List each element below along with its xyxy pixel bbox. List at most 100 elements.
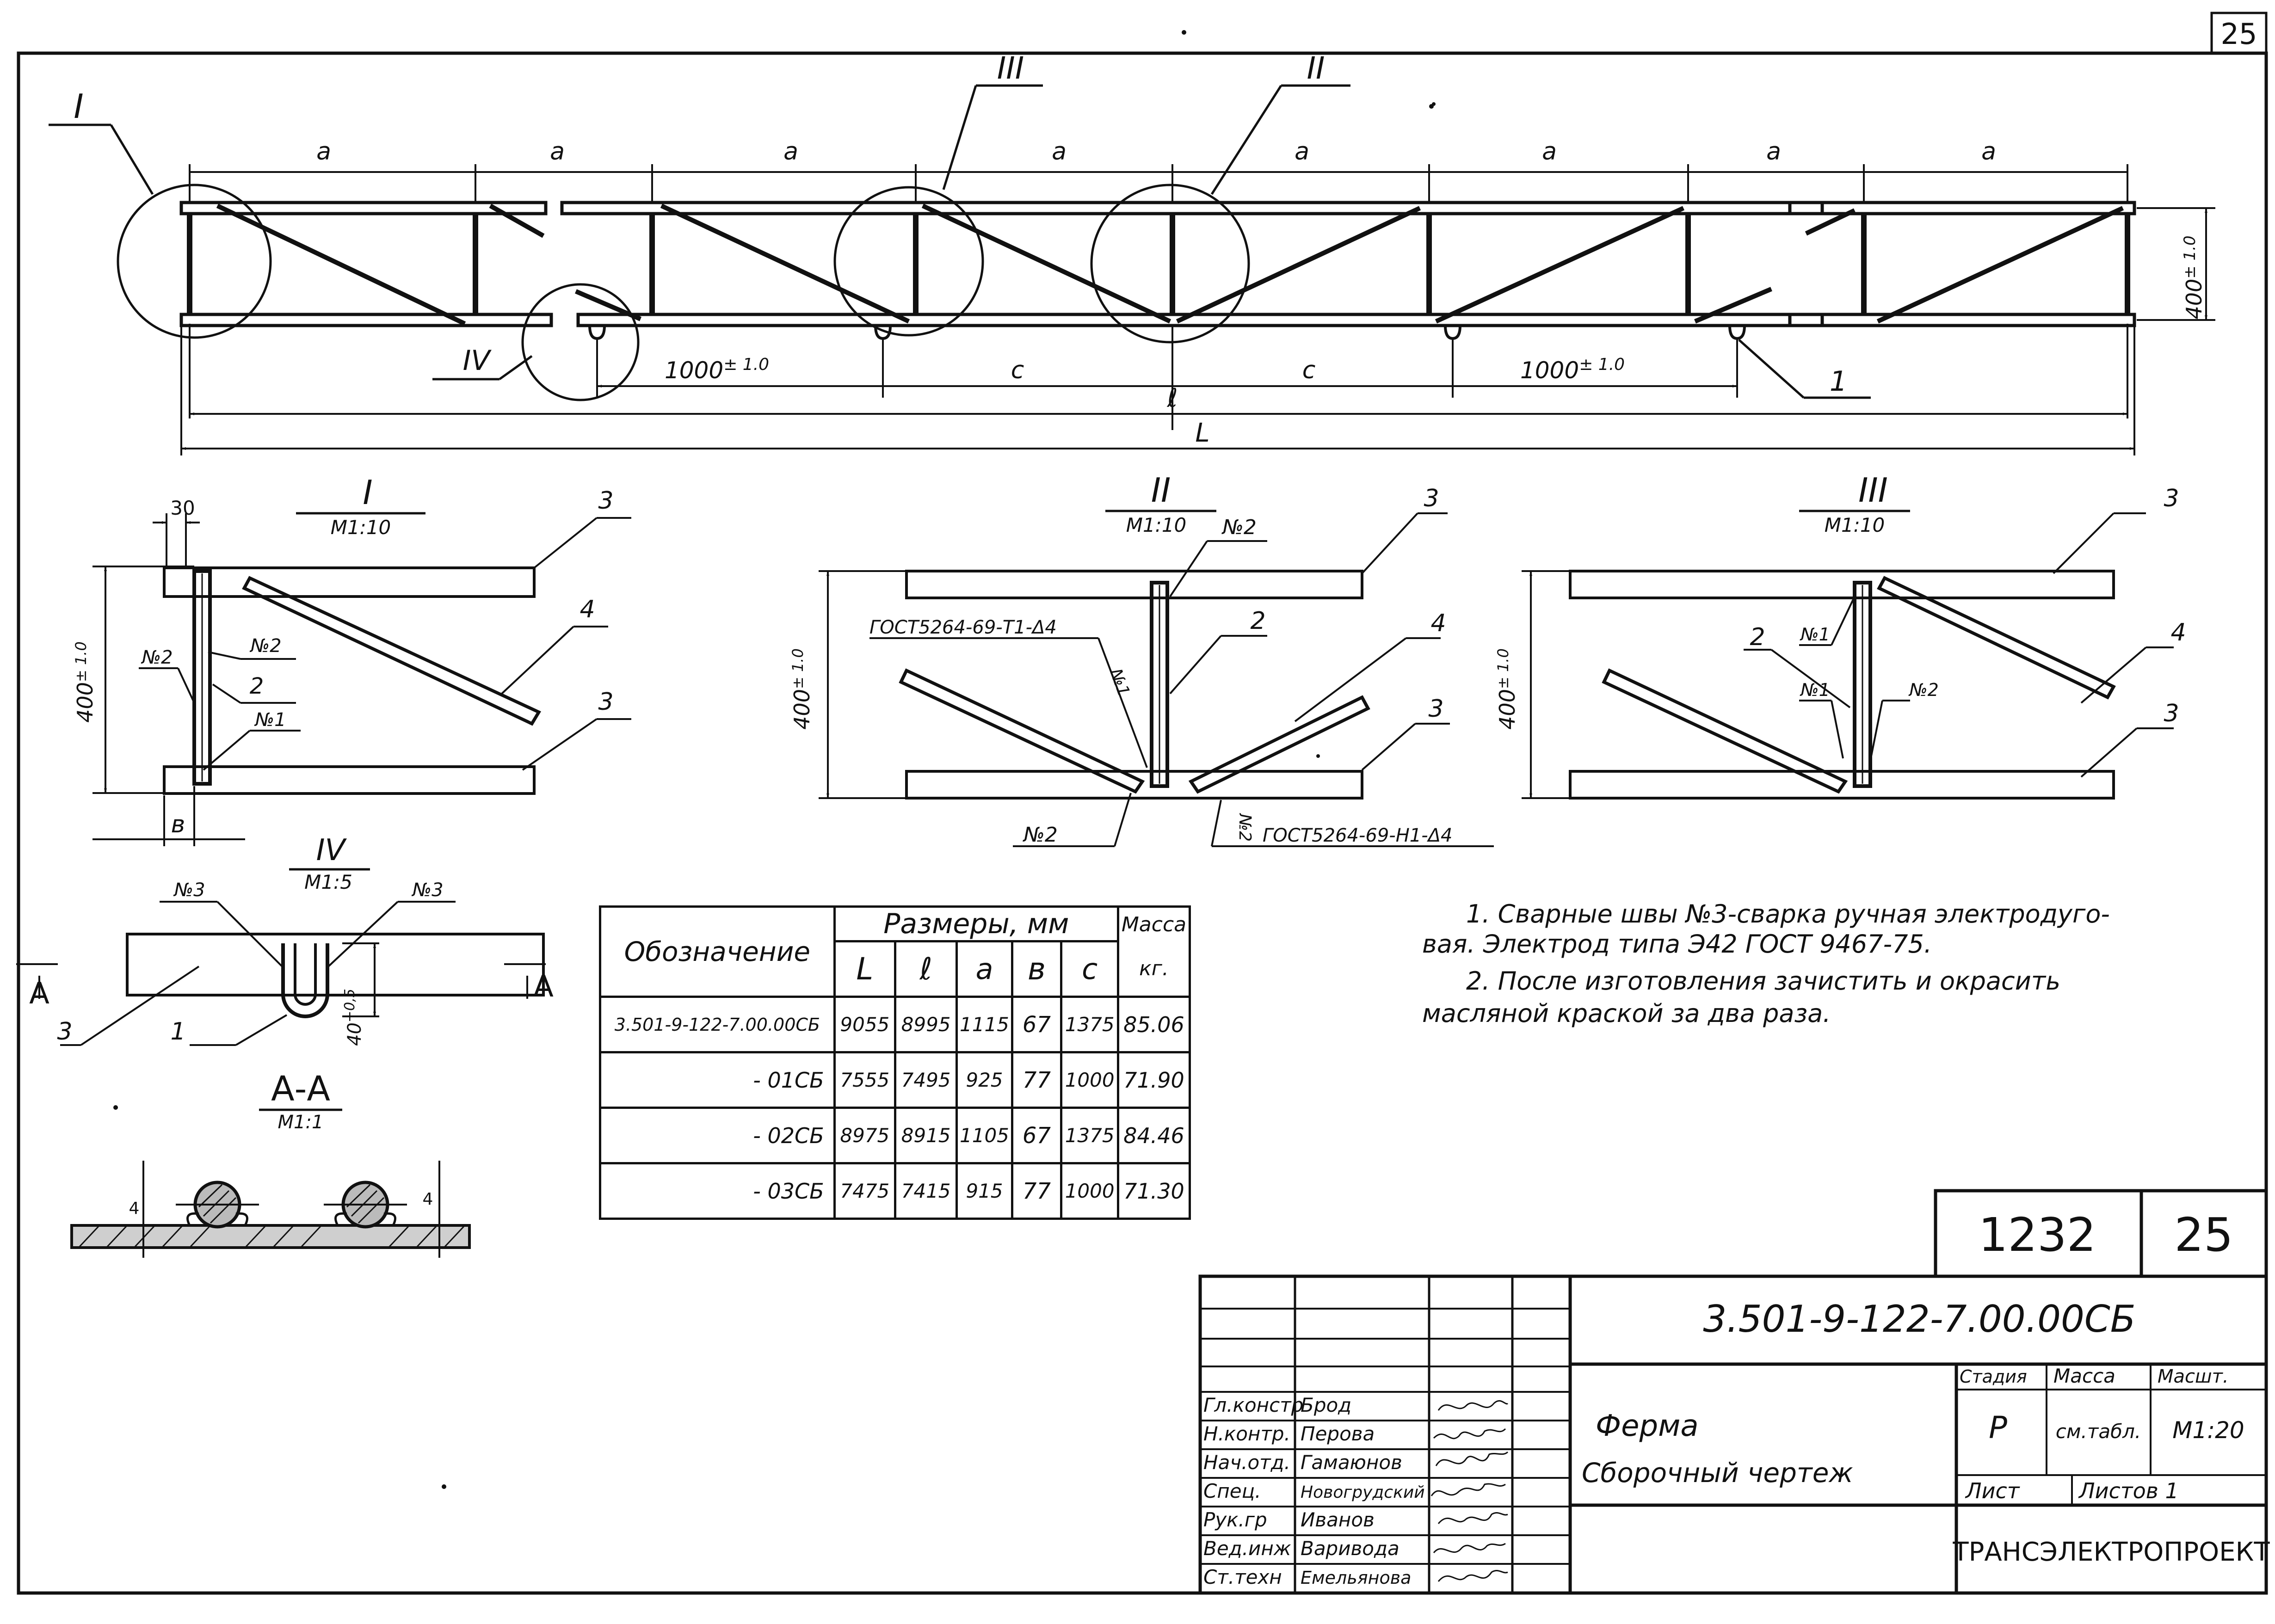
dim-c-left: c (1011, 357, 1024, 384)
staff-rows: Гл.констр Брод Н.контр. Перова Нач.отд. … (1203, 1394, 1425, 1588)
detail-I: I М1:10 30 400± 1.0 в (72, 473, 631, 846)
spacing-a-8: a (1981, 138, 1996, 166)
section-A-A-drawing: 4 4 (70, 1161, 471, 1258)
table-row: - 01СБ 7555 7495 925 77 1000 71.90 (599, 1051, 1191, 1109)
row-b: 67 (1011, 996, 1063, 1053)
staff-role-6: Вед.инж (1203, 1537, 1291, 1560)
spacing-dimension-line (189, 164, 2128, 203)
row-c: 1000 (1060, 1051, 1119, 1109)
spacing-a-4: a (1052, 138, 1067, 166)
row-a: 925 (956, 1051, 1013, 1109)
table-row: 3.501-9-122-7.00.00СБ 9055 8995 1115 67 … (599, 996, 1191, 1053)
row-b: 77 (1011, 1162, 1063, 1220)
col-c-header: с (1060, 940, 1119, 998)
detail-II-pos-4: 4 (1430, 609, 1446, 637)
dim-l-inner: ℓ (1166, 383, 1178, 413)
spacing-a-6: a (1542, 138, 1557, 166)
sheet-corner-number: 25 (2221, 17, 2257, 51)
detail-I-title: I (363, 473, 372, 512)
detail-I-scale: М1:10 (331, 516, 391, 539)
staff-role-1: Гл.констр (1203, 1394, 1303, 1416)
detail-IV-scale: М1:5 (304, 871, 352, 893)
dimensions-table: Обозначение Размеры, мм Масса L ℓ а в с … (599, 905, 1191, 1220)
scan-specks (113, 30, 1436, 1489)
detail-II: II М1:10 400± 1.0 №2 ГОСТ5264-69-Т1-Δ4 №… (789, 471, 1494, 847)
section-dim-4-left: 4 (129, 1199, 140, 1218)
detail-II-title: II (1151, 471, 1171, 510)
spacing-a-3: a (783, 138, 798, 166)
detail-III: III М1:10 400± 1.0 2 №1 №1 №2 3 3 4 (1494, 471, 2186, 800)
col-l-header: ℓ (894, 940, 958, 998)
mounting-clamps (588, 325, 1746, 340)
detail-II-weld-2-bottom-left: №2 (1022, 823, 1058, 847)
staff-role-5: Рук.гр (1203, 1508, 1267, 1531)
top-chord (179, 201, 2136, 215)
spacing-a-7: a (1766, 138, 1781, 166)
section-mark-left: А (29, 977, 49, 1011)
detail-I-dim-height: 400± 1.0 (72, 641, 98, 723)
height-dimension-line (2137, 207, 2215, 321)
staff-name-7: Емельянова (1301, 1568, 1411, 1588)
row-a: 915 (956, 1162, 1013, 1220)
row-designation: - 03СБ (599, 1162, 836, 1220)
detail-I-pos-4: 4 (580, 596, 595, 623)
detail-III-weld-1-bottom: №1 (1800, 680, 1830, 700)
row-mass: 71.30 (1116, 1162, 1191, 1220)
row-designation: 3.501-9-122-7.00.00СБ (599, 996, 836, 1053)
detail-III-pos-3-top: 3 (2164, 485, 2179, 512)
detail-III-weld-2: №2 (1908, 680, 1939, 700)
row-b: 67 (1011, 1107, 1063, 1164)
detail-I-dim-b: в (171, 811, 185, 838)
detail-IV-title: IV (316, 833, 347, 867)
section-A-A-title: А-А (271, 1069, 330, 1109)
detail-I-dim-30: 30 (170, 497, 195, 519)
stage-value: Р (1989, 1410, 2007, 1446)
stage-label: Стадия (1960, 1366, 2027, 1387)
section-dim-4-right: 4 (423, 1190, 433, 1209)
note-line-3: 2. После изготовления зачистить и окраси… (1466, 966, 2060, 996)
row-L: 7555 (833, 1051, 896, 1109)
title-block-text: 1232 25 3.501-9-122-7.00.00СБ Ферма Сбор… (1582, 1208, 2270, 1567)
detail-I-weld-2-vert: №2 (141, 647, 173, 668)
row-l: 7495 (894, 1051, 958, 1109)
staff-role-4: Спец. (1203, 1480, 1261, 1502)
album-number: 1232 (1979, 1208, 2096, 1262)
drawing-name-line-1: Ферма (1596, 1409, 1699, 1443)
sheet-frame: 25 (17, 12, 2268, 1595)
callout-III: III (997, 50, 1024, 86)
row-a: 1115 (956, 996, 1013, 1053)
dim-1000-left: 1000± 1.0 (665, 355, 769, 384)
col-designation-header: Обозначение (599, 905, 836, 998)
mass-label: Масса (2053, 1365, 2115, 1387)
row-b: 77 (1011, 1051, 1063, 1109)
staff-role-2: Н.контр. (1203, 1422, 1290, 1445)
detail-II-weld-2-top: №2 (1221, 516, 1257, 539)
row-mass: 85.06 (1116, 996, 1191, 1053)
row-L: 9055 (833, 996, 896, 1053)
spacing-a-5: a (1295, 138, 1309, 166)
detail-I-weld-1: №1 (254, 709, 286, 731)
position-1-label: 1 (1830, 365, 1847, 398)
detail-IV-weld-3-left: №3 (173, 880, 205, 901)
staff-name-2: Перова (1301, 1422, 1375, 1445)
row-L: 7475 (833, 1162, 896, 1220)
row-mass: 71.90 (1116, 1051, 1191, 1109)
dim-c-right: c (1302, 357, 1316, 384)
detail-IV-pos-3: 3 (57, 1018, 72, 1046)
detail-III-scale: М1:10 (1825, 514, 1885, 536)
detail-II-pos-3-top: 3 (1424, 485, 1439, 512)
detail-II-gost-bottom: ГОСТ5264-69-Н1-Δ4 (1263, 825, 1452, 846)
bottom-chord (179, 313, 2136, 327)
spacing-a-1: a (316, 138, 331, 166)
detail-III-dim-height: 400± 1.0 (1494, 648, 1520, 730)
organization-name: ТРАНСЭЛЕКТРОПРОЕКТ (1952, 1537, 2270, 1567)
row-c: 1375 (1060, 996, 1119, 1053)
detail-II-scale: М1:10 (1126, 514, 1187, 536)
signatures (1430, 1400, 1509, 1582)
col-a-header: а (956, 940, 1013, 998)
sheet-label: Лист (1965, 1478, 2020, 1503)
truss-main-view: I III II IV 1 a a a a a a a a (49, 50, 2215, 455)
row-L: 8975 (833, 1107, 896, 1164)
